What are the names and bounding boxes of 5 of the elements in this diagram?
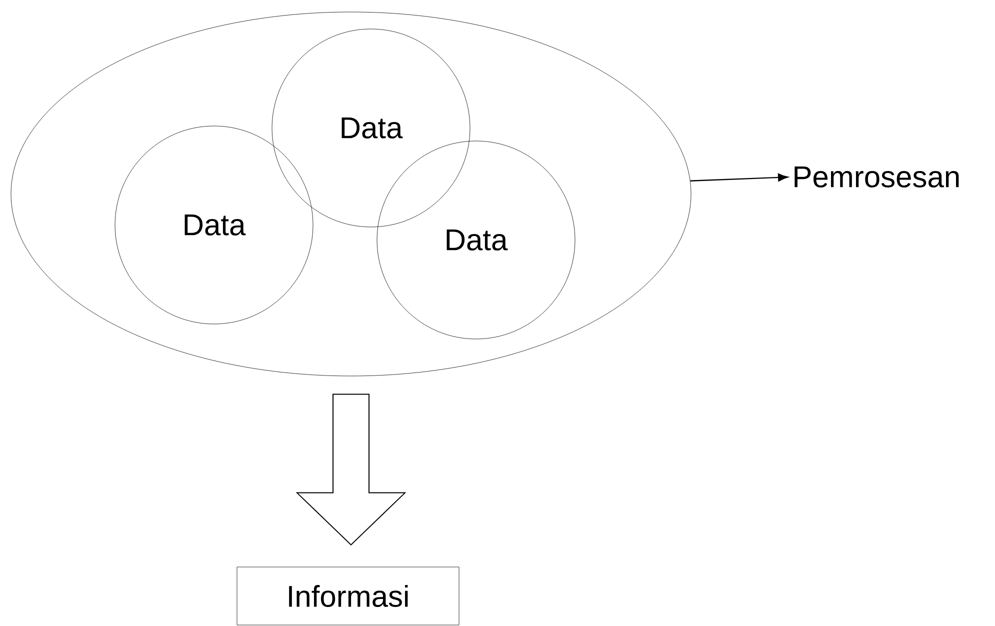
block-arrow	[296, 394, 406, 546]
process-label: Pemrosesan	[794, 166, 959, 188]
ellipse-outline	[10, 12, 692, 376]
arrow	[690, 173, 788, 182]
output-box: Informasi	[236, 566, 460, 626]
